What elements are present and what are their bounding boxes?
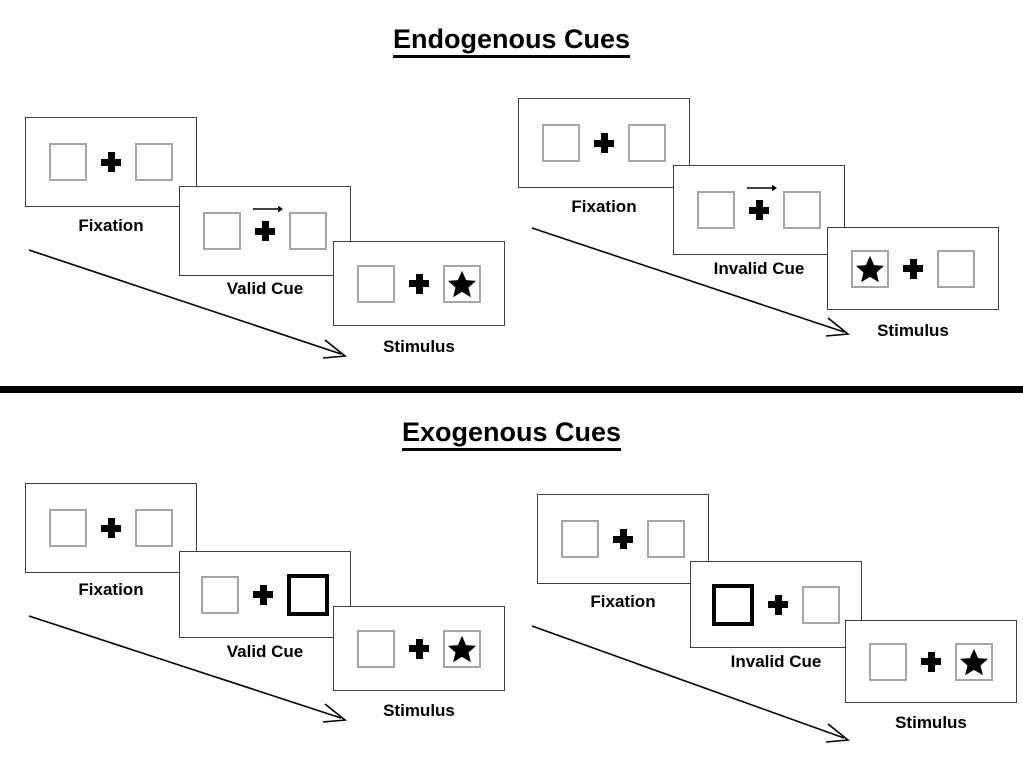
frame-contents xyxy=(561,520,685,558)
center-slot xyxy=(253,205,283,241)
fixation-cross-icon xyxy=(768,594,788,615)
right-box xyxy=(289,212,327,250)
right-box xyxy=(802,585,840,624)
trial-frame-stimulus xyxy=(333,241,505,326)
fixation-cross-icon xyxy=(921,651,941,672)
trial-frame-valid-cue xyxy=(179,186,351,276)
right-box xyxy=(937,249,975,288)
fixation-cross-icon xyxy=(409,638,429,659)
frame-label-fixation: Fixation xyxy=(78,580,144,599)
frame-contents xyxy=(49,143,173,181)
frame-label-valid-cue: Valid Cue xyxy=(226,279,304,298)
arrow-right-cue-icon xyxy=(747,184,777,192)
frame-contents xyxy=(542,124,666,162)
trial-frame-valid-cue xyxy=(179,551,351,638)
left-box xyxy=(357,264,395,303)
fixation-cross-icon xyxy=(409,273,429,294)
fixation-cross-icon xyxy=(101,152,121,172)
frame-label-stimulus: Stimulus xyxy=(877,321,949,340)
trial-frame-stimulus xyxy=(845,620,1017,703)
right-box-cued xyxy=(287,573,329,616)
left-box xyxy=(542,124,580,162)
frame-contents xyxy=(201,573,329,616)
frame-contents xyxy=(712,583,840,626)
fixation-cross-icon xyxy=(101,518,121,538)
trial-frame-fixation xyxy=(25,483,197,573)
center-slot xyxy=(101,518,121,538)
frame-contents xyxy=(357,264,481,303)
arrow-right-cue-icon xyxy=(253,205,283,213)
trial-frame-fixation xyxy=(25,117,197,207)
right-box xyxy=(135,509,173,547)
frame-contents xyxy=(869,642,993,681)
center-slot xyxy=(409,273,429,294)
left-box xyxy=(561,520,599,558)
right-box xyxy=(443,264,481,303)
section-divider xyxy=(0,386,1023,393)
center-slot xyxy=(903,258,923,279)
frame-label-fixation: Fixation xyxy=(571,197,637,216)
star-icon xyxy=(856,255,884,282)
center-slot xyxy=(594,133,614,153)
star-icon xyxy=(448,270,476,297)
frame-contents xyxy=(49,509,173,547)
fixation-cross-icon xyxy=(253,584,273,605)
frame-label-invalid-cue: Invalid Cue xyxy=(730,652,822,671)
center-slot xyxy=(768,594,788,615)
right-box xyxy=(647,520,685,558)
left-box xyxy=(203,212,241,250)
left-box xyxy=(697,191,735,229)
left-box xyxy=(49,509,87,547)
frame-contents xyxy=(697,184,821,229)
center-slot xyxy=(921,651,941,672)
section-title-endogenous-text: Endogenous Cues xyxy=(392,24,630,58)
left-box xyxy=(49,143,87,181)
center-slot xyxy=(613,529,633,549)
right-box xyxy=(135,143,173,181)
section-title-exogenous-text: Exogenous Cues xyxy=(401,417,622,451)
frame-label-stimulus: Stimulus xyxy=(383,337,455,356)
trial-frame-stimulus xyxy=(333,606,505,691)
frame-label-stimulus: Stimulus xyxy=(895,713,967,732)
center-slot xyxy=(253,584,273,605)
center-slot xyxy=(101,152,121,172)
right-box xyxy=(955,642,993,681)
frame-label-invalid-cue: Invalid Cue xyxy=(713,259,805,278)
frame-label-valid-cue: Valid Cue xyxy=(226,642,304,661)
star-icon xyxy=(448,635,476,662)
fixation-cross-icon xyxy=(903,258,923,279)
center-slot xyxy=(409,638,429,659)
frame-contents xyxy=(851,249,975,288)
left-box xyxy=(851,249,889,288)
center-slot xyxy=(747,184,777,220)
trial-frame-stimulus xyxy=(827,227,999,310)
trial-frame-fixation xyxy=(537,494,709,584)
star-icon xyxy=(960,648,988,675)
left-box xyxy=(869,642,907,681)
fixation-cross-icon xyxy=(594,133,614,153)
section-title-exogenous: Exogenous Cues xyxy=(0,417,1023,451)
left-box-cued xyxy=(712,583,754,626)
fixation-cross-icon xyxy=(255,221,275,241)
frame-label-fixation: Fixation xyxy=(78,216,144,235)
fixation-cross-icon xyxy=(613,529,633,549)
frame-label-fixation: Fixation xyxy=(590,592,656,611)
frame-contents xyxy=(357,629,481,668)
left-box xyxy=(357,629,395,668)
fixation-cross-icon xyxy=(749,200,769,220)
frame-label-stimulus: Stimulus xyxy=(383,701,455,720)
trial-frame-fixation xyxy=(518,98,690,188)
trial-frame-invalid-cue xyxy=(673,165,845,255)
left-box xyxy=(201,575,239,614)
right-box xyxy=(443,629,481,668)
right-box xyxy=(783,191,821,229)
section-title-endogenous: Endogenous Cues xyxy=(0,24,1023,58)
right-box xyxy=(628,124,666,162)
frame-contents xyxy=(203,205,327,250)
trial-frame-invalid-cue xyxy=(690,561,862,648)
